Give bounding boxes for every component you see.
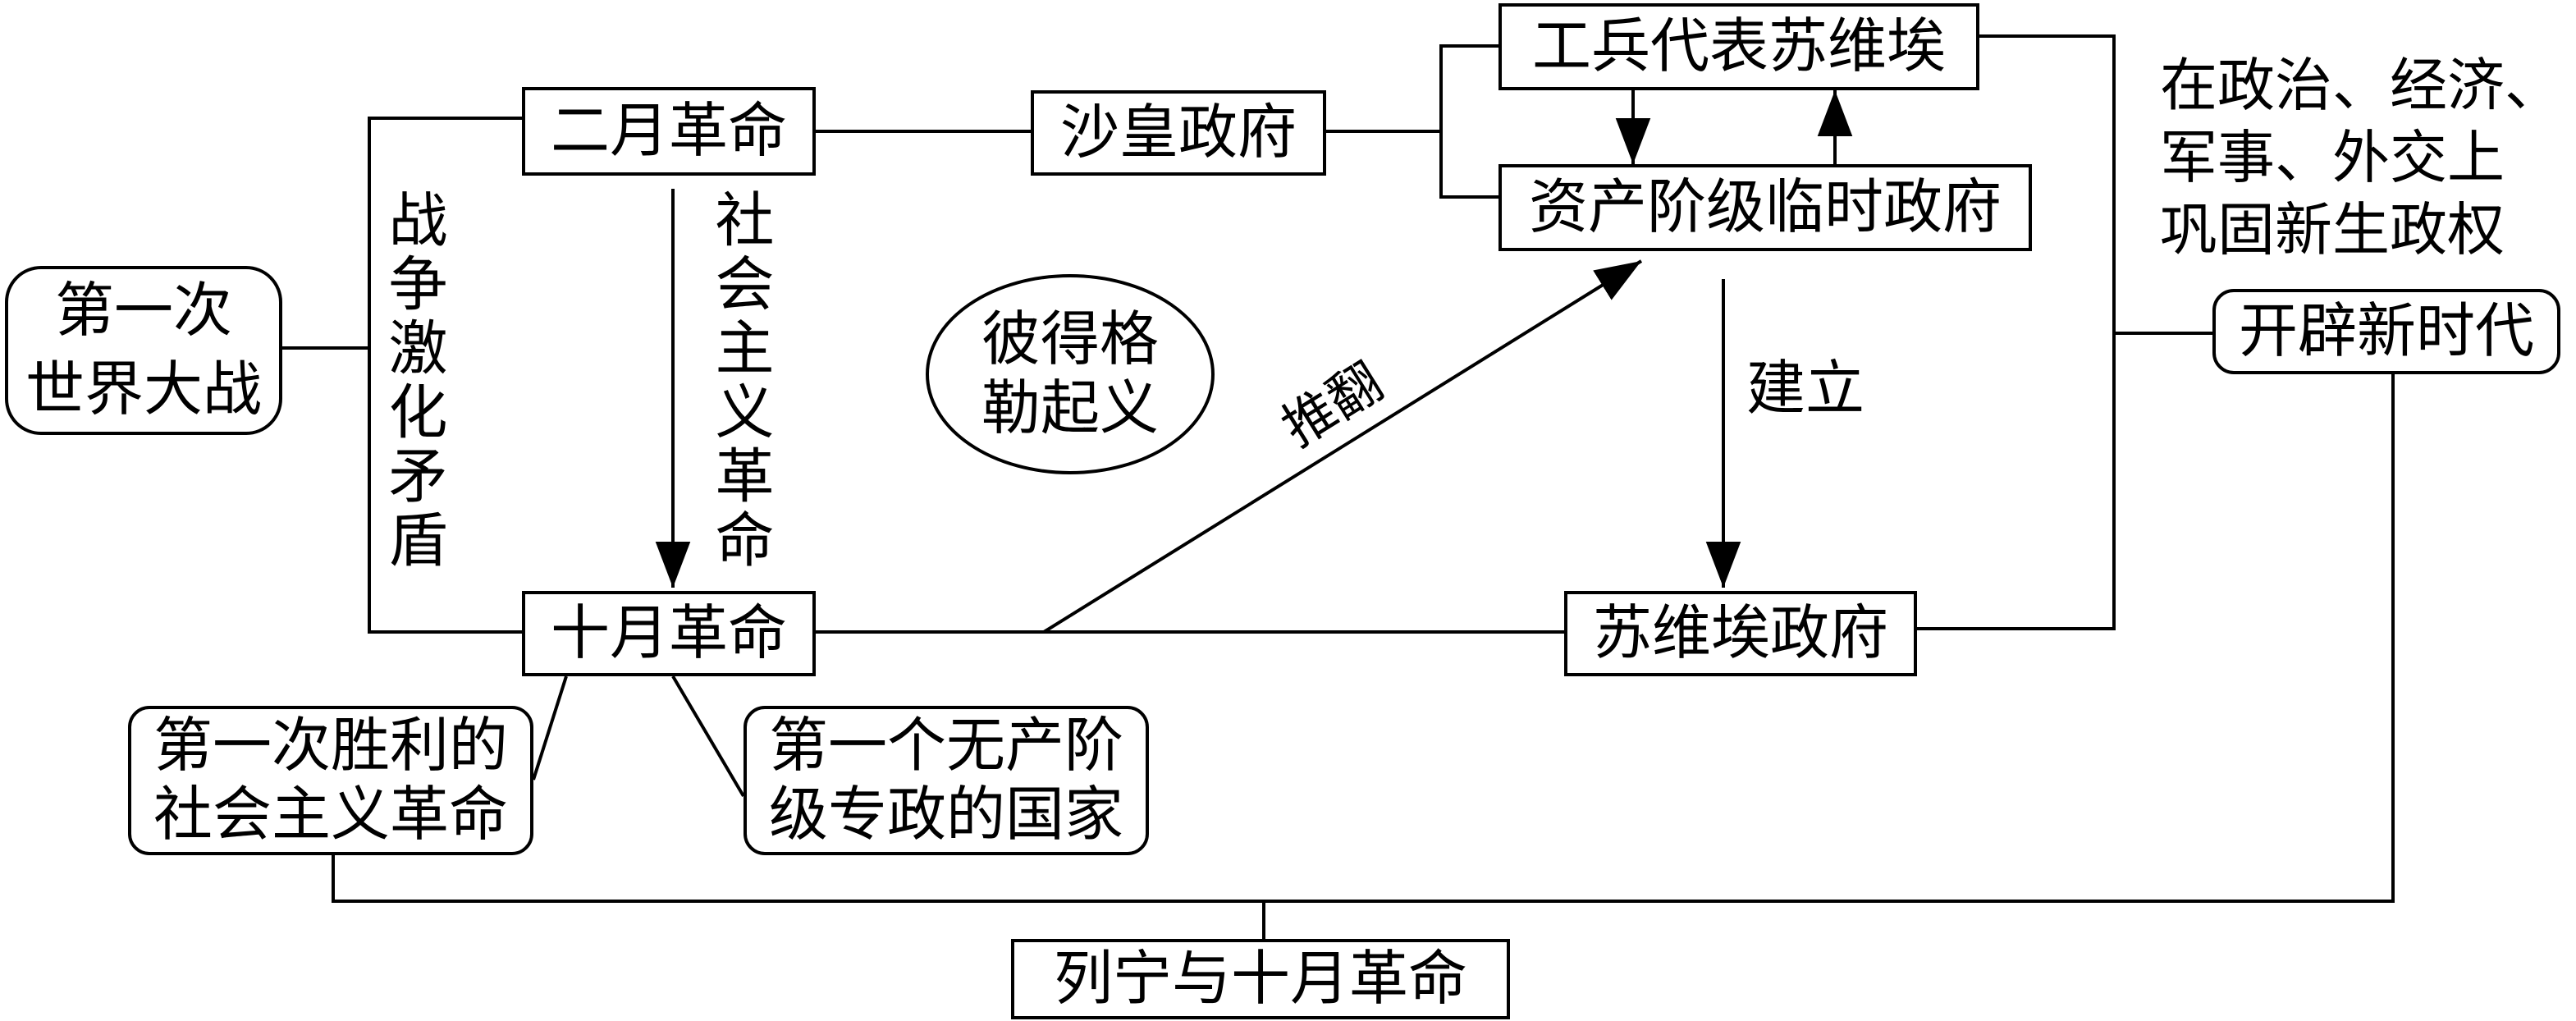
node-february-revolution: 二月革命 (522, 87, 816, 176)
node-petrograd-uprising: 彼得格 勒起义 (927, 276, 1213, 473)
consolidate-line-1: 在政治、经济、 (2160, 55, 2562, 118)
consolidate-line-2: 军事、外交上 (2160, 127, 2505, 190)
node-ww1-line-1: 第一次 (54, 278, 232, 344)
label-establish: 建立 (1746, 356, 1865, 422)
node-root-title: 列宁与十月革命 (1011, 939, 1510, 1019)
node-first-proletarian-line-1: 第一个无产阶 (768, 713, 1123, 779)
edge-october-to-first-victory (532, 675, 568, 781)
label-war-intensify: 战争激化矛盾 (379, 189, 445, 573)
node-petrograd-line-2: 勒起义 (981, 376, 1159, 442)
node-workers-soldiers-soviet: 工兵代表苏维埃 (1498, 3, 1979, 90)
node-tsar-government: 沙皇政府 (1031, 90, 1326, 176)
node-first-proletarian-state: 第一个无产阶 级专政的国家 (744, 706, 1149, 855)
node-soviet-government: 苏维埃政府 (1564, 591, 1917, 676)
node-first-victory: 第一次胜利的 社会主义革命 (128, 706, 533, 855)
node-new-era: 开辟新时代 (2212, 289, 2560, 374)
label-socialist-revolution: 社会主义革命 (706, 189, 771, 573)
node-ww1: 第一次 世界大战 (5, 266, 282, 435)
node-first-proletarian-line-2: 级专政的国家 (768, 782, 1123, 848)
node-first-victory-line-1: 第一次胜利的 (153, 713, 508, 779)
text-consolidate-regime: 在政治、经济、 军事、外交上 巩固新生政权 (2160, 51, 2570, 268)
node-provisional-government: 资产阶级临时政府 (1498, 164, 2032, 251)
node-petrograd-line-1: 彼得格 (981, 307, 1159, 373)
petrograd-ellipse (926, 274, 1215, 474)
node-ww1-line-2: 世界大战 (25, 357, 262, 423)
node-october-revolution: 十月革命 (522, 591, 816, 676)
consolidate-line-3: 巩固新生政权 (2160, 199, 2505, 263)
node-first-victory-line-2: 社会主义革命 (153, 782, 508, 848)
edge-october-to-first-proletarian (671, 675, 745, 798)
arrow-overthrow (1042, 259, 1643, 634)
